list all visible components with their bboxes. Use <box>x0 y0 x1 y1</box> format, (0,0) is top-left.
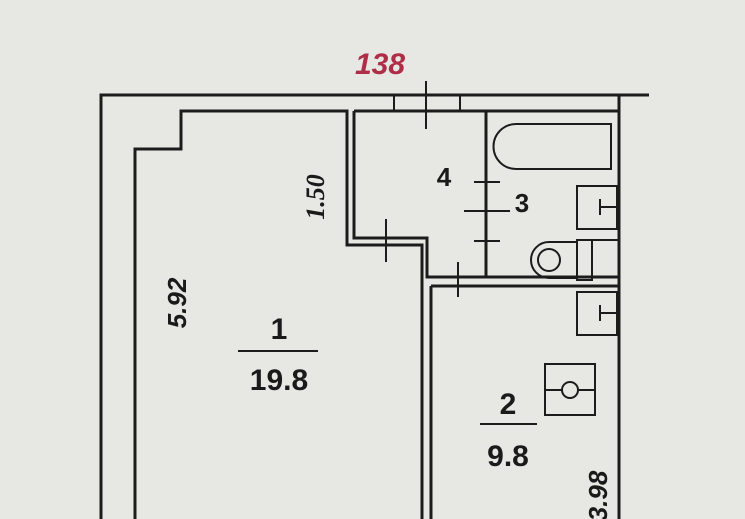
toilet-icon <box>530 239 619 281</box>
room-3-number: 3 <box>515 188 529 218</box>
room-4-number: 4 <box>437 162 452 192</box>
corridor-width-dimension: 1.50 <box>301 174 330 220</box>
room-2-number: 2 <box>500 388 517 421</box>
kitchen-length-dimension: 3.98 <box>583 470 613 519</box>
bathtub-icon <box>492 123 612 170</box>
room-1-length-dimension: 5.92 <box>162 277 192 328</box>
walls <box>99 81 649 519</box>
door-ticks <box>385 181 510 297</box>
room-1-number: 1 <box>271 313 288 346</box>
stove-icon <box>544 363 596 416</box>
room-2-area: 9.8 <box>487 440 529 473</box>
sink-icon <box>576 185 618 230</box>
plan-number: 138 <box>355 48 405 81</box>
kitchen-sink-icon <box>576 291 618 336</box>
room-1-area: 19.8 <box>250 364 308 397</box>
